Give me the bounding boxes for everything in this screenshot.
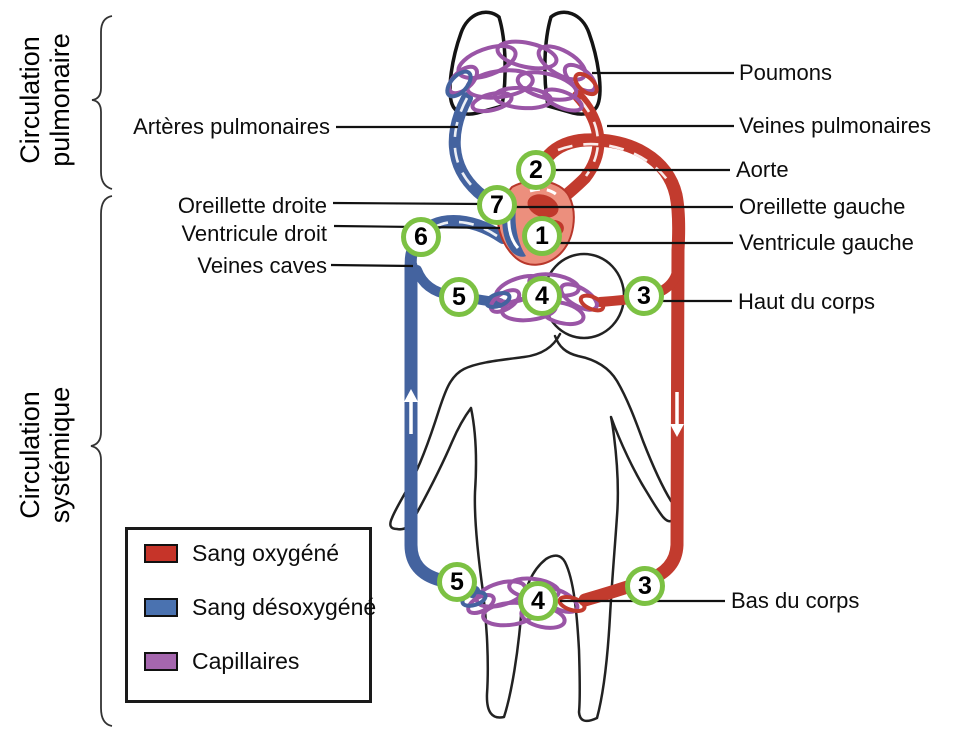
legend-item-oxygenated: Sang oxygéné [144, 535, 339, 571]
lung-capillaries [445, 39, 599, 114]
legend-label: Sang désoxygéné [192, 593, 377, 620]
label-oreillette-gauche: Oreillette gauche [739, 193, 906, 219]
oxygenated-swatch-icon [144, 543, 178, 563]
label-aorte: Aorte [736, 156, 789, 182]
oxygenated-vessels [529, 90, 686, 607]
label-ventricule-gauche: Ventricule gauche [739, 229, 914, 255]
body-outline [389, 252, 678, 723]
vessel-highlights [421, 97, 674, 239]
deoxygenated-vessels [404, 92, 514, 599]
section-title-pulmonary: Circulation pulmonaire [14, 33, 75, 167]
marker-3-upper: 3 [624, 276, 664, 316]
marker-7-oreillette-droite: 7 [477, 185, 517, 225]
marker-5-upper: 5 [439, 277, 479, 317]
marker-5-lower: 5 [437, 562, 477, 602]
label-poumons: Poumons [739, 59, 832, 85]
flow-arrow-down-icon [670, 392, 684, 437]
label-bas-du-corps: Bas du corps [731, 587, 860, 613]
label-veines-pulmonaires: Veines pulmonaires [739, 112, 932, 138]
label-ventricule-droit: Ventricule droit [181, 220, 327, 246]
legend-item-deoxygenated: Sang désoxygéné [144, 589, 376, 625]
capillaries-swatch-icon [144, 651, 178, 671]
section-braces [90, 15, 113, 727]
deoxygenated-swatch-icon [144, 597, 178, 617]
marker-6-ventricule-droit: 6 [401, 217, 441, 257]
label-haut-du-corps: Haut du corps [738, 288, 875, 314]
flow-arrow-up-icon [404, 389, 418, 434]
marker-4-upper: 4 [522, 276, 562, 316]
legend-label: Capillaires [192, 647, 300, 674]
legend-label: Sang oxygéné [192, 539, 340, 566]
label-veines-caves: Veines caves [197, 252, 327, 278]
section-title-systemic: Circulation systémique [14, 386, 75, 524]
legend-item-capillaries: Capillaires [144, 643, 299, 679]
marker-1-ventricule-gauche: 1 [522, 216, 562, 256]
marker-3-lower: 3 [625, 566, 665, 606]
marker-2-aorte: 2 [516, 150, 556, 190]
legend-box: Sang oxygéné Sang désoxygéné Capillaires [125, 527, 376, 703]
label-arteres-pulmonaires: Artères pulmonaires [133, 113, 330, 139]
marker-4-lower: 4 [518, 581, 558, 621]
label-oreillette-droite: Oreillette droite [177, 192, 327, 218]
